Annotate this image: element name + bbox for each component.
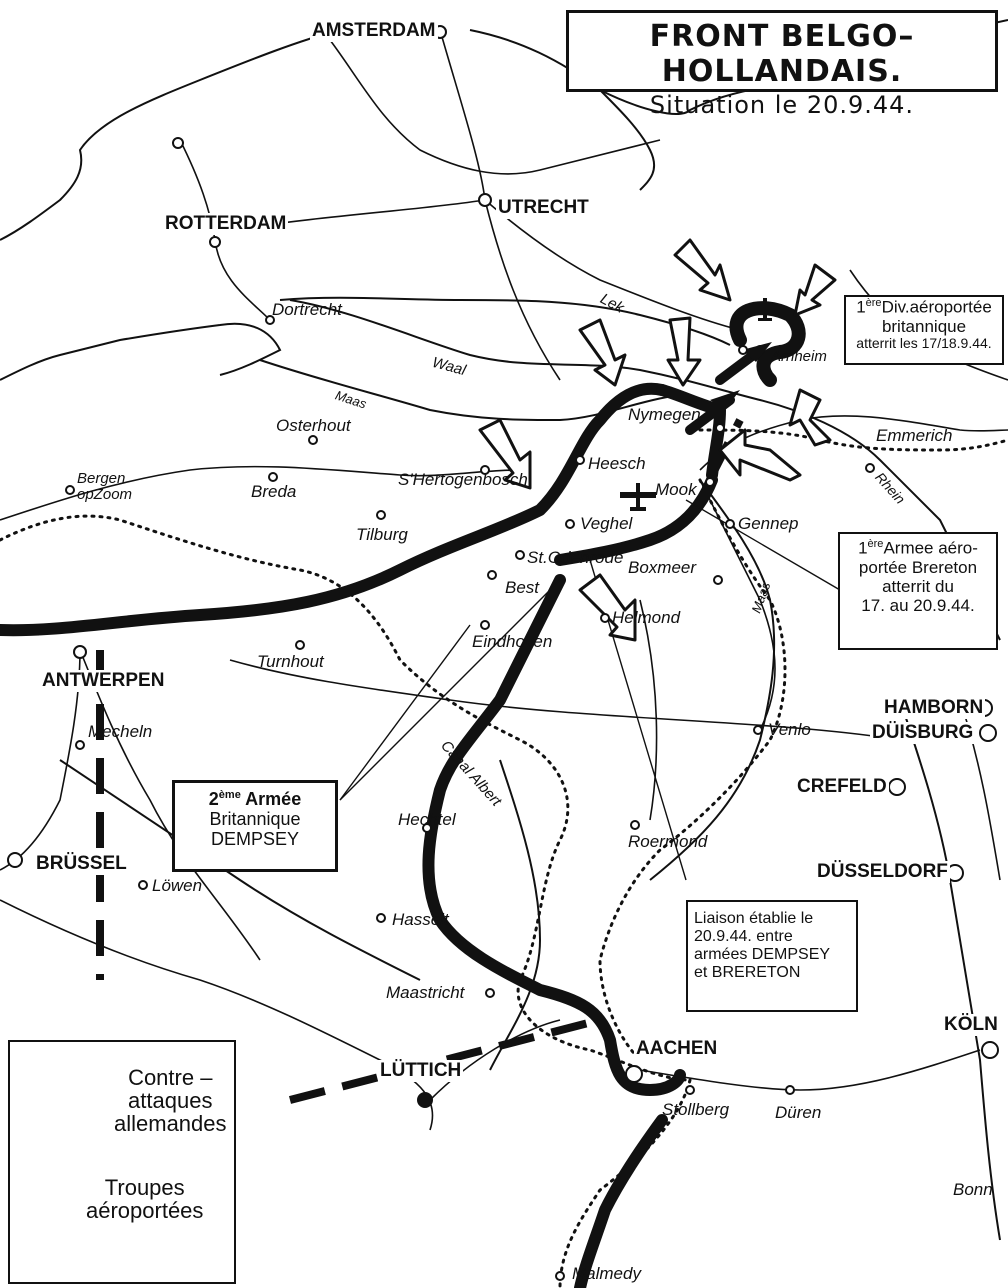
front-line (0, 382, 726, 1288)
city-crefeld: CREFELD (795, 776, 889, 798)
legend-airborne-troops: Troupes aéroportées (86, 1176, 203, 1222)
town-arnheim: Arnheim (771, 348, 827, 365)
town-boxmeer: Boxmeer (628, 558, 697, 577)
town-veghel: Veghel (580, 514, 633, 533)
town-turnhout: Turnhout (257, 652, 324, 671)
callout-airborne-division-prefix: 1 (856, 297, 866, 317)
town-malmedy: Malmedy (572, 1264, 641, 1283)
town-duren: Düren (775, 1103, 822, 1122)
callout-second-army-line2: Britannique (209, 809, 301, 830)
legend: Contre – attaques allemandes Troupes aér… (8, 1040, 236, 1284)
callout-airborne-division-line3: atterrit les 17/18.9.44. (856, 334, 992, 351)
city-utrecht: UTRECHT (496, 197, 591, 219)
legend-counter-attacks: Contre – attaques allemandes (114, 1066, 227, 1135)
town-venlo: Venlo (768, 720, 811, 739)
town-stollberg: Stollberg (662, 1100, 730, 1119)
town-emmerich: Emmerich (876, 426, 953, 445)
town-mook: Mook (655, 480, 697, 499)
rivers (59, 296, 1001, 1241)
callout-airborne-army-sup: ère (867, 538, 884, 550)
city-brussel: BRÜSSEL (34, 853, 129, 875)
callout-liaison-line3: armées DEMPSEY (694, 945, 831, 963)
border-line (0, 428, 1008, 1288)
town-gennep: Gennep (738, 514, 799, 533)
city-dusseldorf: DÜSSELDORF (815, 861, 950, 883)
town-osterhout: Osterhout (276, 416, 351, 435)
callout-second-army-line1: Armée (245, 789, 302, 809)
town-eindhoven: Eindhoven (472, 632, 553, 651)
town-hechtel: Hechtel (398, 810, 456, 829)
town-bonn: Bonn (953, 1180, 993, 1199)
callout-airborne-army-line2: portée Brereton (858, 557, 978, 577)
city-amsterdam: AMSTERDAM (310, 20, 438, 42)
callout-airborne-army: 1èreArmee aéro- portée Brereton atterrit… (838, 532, 998, 650)
city-duisburg: DÜISBURG (870, 722, 976, 744)
city-antwerpen: ANTWERPEN (40, 670, 167, 692)
city-rotterdam: ROTTERDAM (163, 213, 289, 235)
town-bergen: Bergen (77, 470, 126, 487)
callout-airborne-division-line1: Div.aéroportée (881, 297, 992, 317)
city-aachen: AACHEN (634, 1038, 720, 1060)
callout-airborne-army-line1: Armee aéro- (883, 538, 978, 558)
legend-counter-line3: allemandes (114, 1111, 227, 1137)
legend-counter-line2: attaques (128, 1088, 213, 1114)
town-helmond: Helmond (612, 608, 681, 627)
town-opzoom: opZoom (77, 486, 133, 503)
callout-second-army-line3: DEMPSEY (210, 829, 300, 850)
town-roermond: Roermond (628, 832, 708, 851)
callout-airborne-division-sup: ère (865, 297, 882, 309)
callout-airborne-army-line4: 17. au 20.9.44. (861, 595, 975, 615)
title-box: FRONT BELGO–HOLLANDAIS. Situation le 20.… (566, 10, 998, 119)
town-st-odenrode: St.Odenrode (527, 548, 624, 567)
town-breda: Breda (251, 482, 297, 501)
city-luttich: LÜTTICH (378, 1060, 464, 1082)
callout-liaison-line2: 20.9.44. entre (694, 927, 793, 945)
town-maastricht: Maastricht (386, 983, 465, 1002)
callout-second-army-prefix: 2 (208, 789, 219, 809)
callout-liaison-line1: Liaison établie le (694, 910, 814, 927)
town-tilburg: Tilburg (356, 525, 408, 544)
town-dortrecht: Dortrecht (272, 300, 342, 319)
town-hasselt: Hasselt (392, 910, 449, 929)
city-koln: KÖLN (942, 1014, 1000, 1036)
map-subtitle: Situation le 20.9.44. (649, 91, 915, 119)
callout-second-army-sup: ème (218, 789, 241, 801)
legend-troops-line1: Troupes (104, 1175, 185, 1200)
callout-airborne-army-prefix: 1 (858, 538, 868, 558)
callout-second-army: 2ème Armée Britannique DEMPSEY (172, 780, 338, 872)
town-mecheln: Mecheln (88, 722, 153, 741)
town-hertogenbosch: S'Hertogenbosch (398, 470, 528, 489)
callout-airborne-army-line3: atterrit du (882, 576, 954, 596)
city-markers (7, 25, 999, 1281)
callout-liaison-line4: et BRERETON (694, 963, 801, 981)
legend-counter-line1: Contre – (128, 1065, 213, 1090)
city-hamborn: HAMBORN (882, 697, 986, 719)
town-heesch: Heesch (588, 454, 646, 473)
town-lowen: Löwen (152, 876, 203, 895)
town-nymegen: Nymegen (628, 405, 701, 424)
town-best: Best (505, 578, 540, 597)
callout-liaison: Liaison établie le 20.9.44. entre armées… (686, 900, 858, 1012)
callout-airborne-division: 1èreDiv.aéroportée britannique atterrit … (844, 295, 1004, 365)
callout-airborne-division-line2: britannique (881, 316, 967, 336)
advance-heads (710, 342, 772, 410)
map-title: FRONT BELGO–HOLLANDAIS. (649, 19, 915, 89)
legend-troops-line2: aéroportées (86, 1198, 204, 1224)
arnheim-pocket (729, 301, 806, 387)
